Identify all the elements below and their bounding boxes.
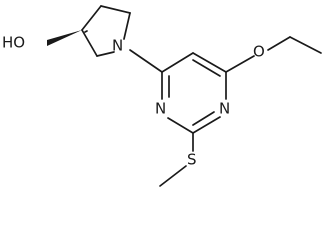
pyrimidine-n1-label: N <box>155 100 166 118</box>
pyrimidine-n3-label: N <box>219 100 230 118</box>
bond-n3-c2-double <box>192 111 215 126</box>
hydroxyl-label: HO <box>2 34 25 52</box>
bond-ch2-ch3 <box>289 36 322 54</box>
wedge-bond-oh <box>47 30 82 46</box>
bond-n-c6 <box>129 49 163 73</box>
pyrrolidine-nitrogen-label: N <box>112 37 123 55</box>
bond-c5-c4-double <box>192 59 221 77</box>
bond-n-c2 <box>96 51 115 57</box>
pyrimidine-ring <box>129 49 255 152</box>
bond-c5-n <box>123 12 131 40</box>
bond-c2-c3 <box>84 30 88 33</box>
structure-diagram: HO N O N N S <box>2 5 322 187</box>
methylthio-group <box>159 165 187 187</box>
thioether-sulfur-label: S <box>187 151 197 169</box>
bond-o-ch2 <box>267 36 291 51</box>
bond-c6-c5 <box>161 52 194 73</box>
bond-c2-n1 <box>167 117 194 134</box>
bond-s-ch3 <box>159 165 187 187</box>
bond-c5-c4 <box>192 52 227 73</box>
ethoxy-group <box>267 36 322 54</box>
bond-c4-o <box>225 55 255 73</box>
bond-c3-c4 <box>81 5 102 31</box>
ether-oxygen-label: O <box>253 43 265 61</box>
bond-c2-c3b <box>81 29 98 57</box>
pyrrolidine-ring <box>47 5 131 57</box>
bond-n3-c2 <box>192 116 221 134</box>
bond-c4-c5 <box>100 5 131 14</box>
